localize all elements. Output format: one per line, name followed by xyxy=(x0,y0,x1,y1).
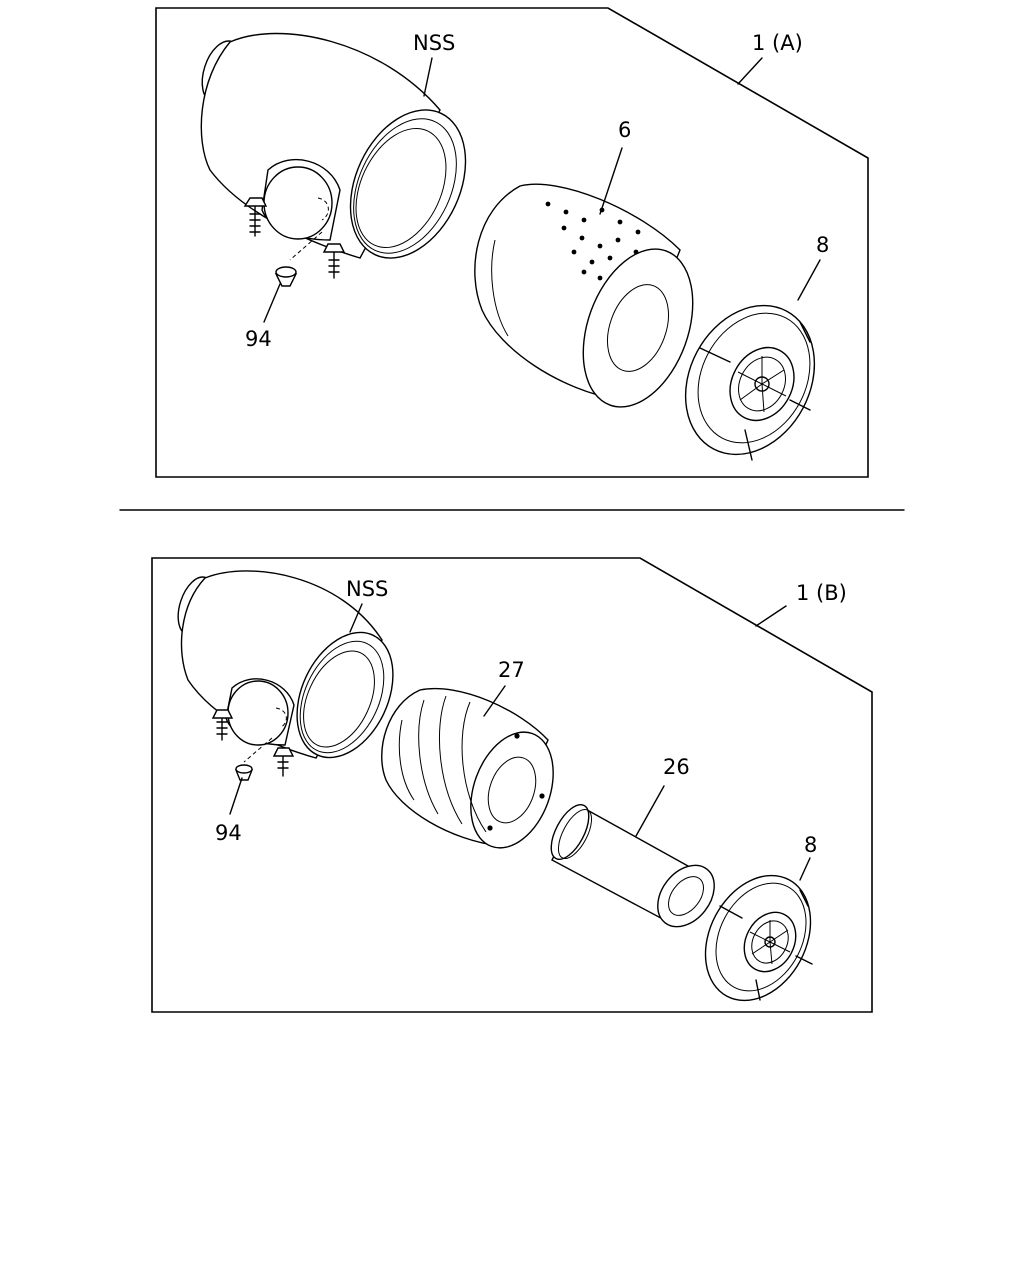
panel-b-leader-8 xyxy=(799,857,811,881)
panel-a-leader-6 xyxy=(599,147,623,215)
panel-a-housing xyxy=(200,32,467,287)
panel-a-leader-nss xyxy=(423,57,433,97)
panel-b-inner-element-label: 26 xyxy=(663,755,690,779)
panel-b-housing-label: NSS xyxy=(346,577,388,601)
panel-a-valve-label: 94 xyxy=(245,327,272,351)
panel-a-housing-label: NSS xyxy=(413,31,455,55)
panel-b: NSS 1 (B) 27 26 8 94 xyxy=(151,557,873,1013)
panel-b-leader-94 xyxy=(229,777,243,815)
panel-b-outer-element-label: 27 xyxy=(498,658,525,682)
panel-a-leader-1a xyxy=(737,57,763,85)
panel-b-valve-label: 94 xyxy=(215,821,242,845)
panel-b-leader-27 xyxy=(483,685,506,717)
panel-a: NSS 1 (A) 6 8 94 xyxy=(155,7,869,478)
panel-a-element-label: 6 xyxy=(618,118,631,142)
panel-b-cover-label: 8 xyxy=(804,833,817,857)
panel-a-cover-8 xyxy=(684,304,816,461)
panel-a-leader-8 xyxy=(797,259,821,301)
panel-b-assembly-label: 1 (B) xyxy=(796,581,847,605)
panel-b-element-26 xyxy=(550,804,715,928)
panel-a-assembly-label: 1 (A) xyxy=(752,31,803,55)
panel-a-cover-label: 8 xyxy=(816,233,829,257)
panel-b-leader-nss xyxy=(349,603,363,633)
panel-b-cover-8 xyxy=(704,874,813,1002)
panel-a-leader-94 xyxy=(263,283,281,323)
panel-b-leader-1b xyxy=(755,605,787,627)
panel-a-element-6 xyxy=(474,183,694,408)
panel-b-housing xyxy=(177,570,394,781)
panel-a-element-perforations xyxy=(545,201,641,281)
panel-b-leader-26 xyxy=(635,785,665,837)
panel-a-frame xyxy=(155,7,869,478)
panel-b-frame xyxy=(151,557,873,1013)
panel-b-element-27 xyxy=(381,688,554,849)
